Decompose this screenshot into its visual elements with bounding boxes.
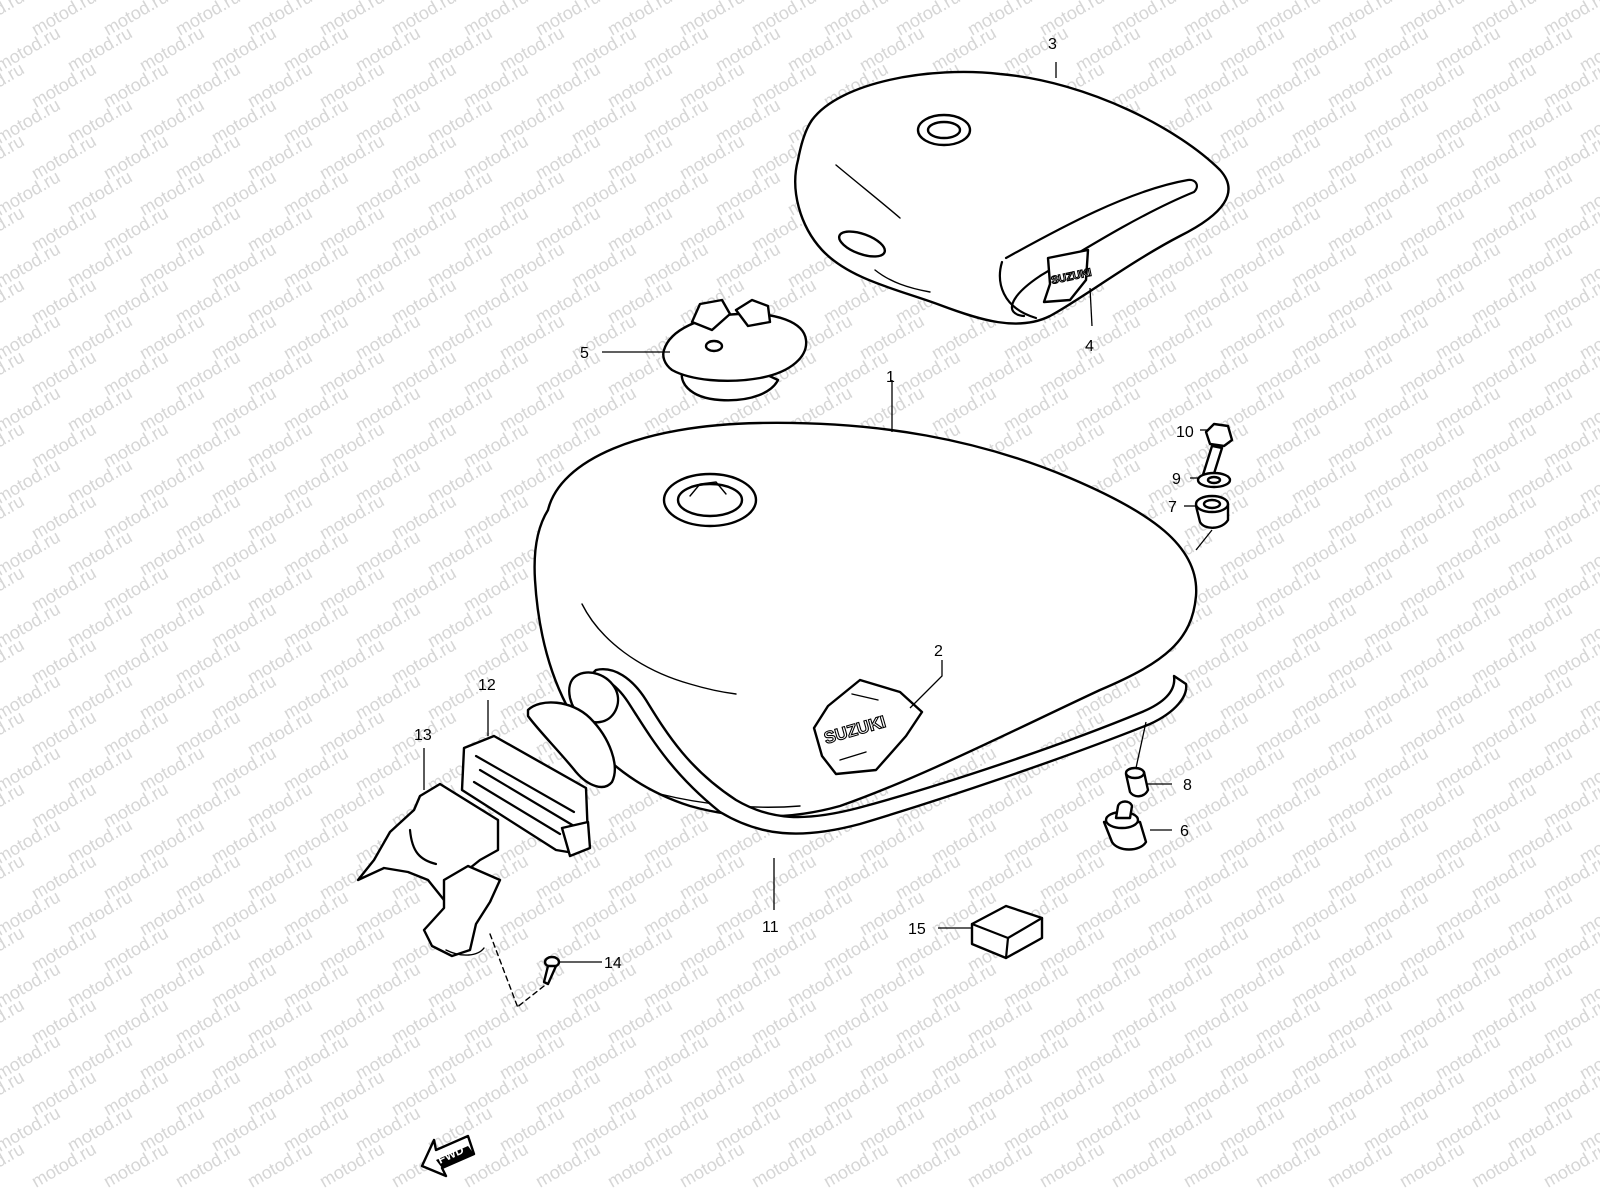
callout-10: 10 <box>1176 424 1194 441</box>
callout-1: 1 <box>886 369 895 386</box>
callout-8: 8 <box>1183 777 1192 794</box>
callout-7: 7 <box>1168 499 1177 516</box>
leader-7-tail <box>1195 529 1213 551</box>
callout-3: 3 <box>1048 36 1057 53</box>
callout-15: 15 <box>908 921 926 938</box>
callout-11: 11 <box>762 919 779 936</box>
watermark-text: motod.ru <box>1576 0 1600 3</box>
callout-9: 9 <box>1172 471 1181 488</box>
callout-2: 2 <box>934 643 943 660</box>
callout-14: 14 <box>604 955 622 972</box>
part-3-tank-cover <box>794 70 1230 325</box>
part-9-washer <box>1196 471 1232 489</box>
callout-4: 4 <box>1085 338 1094 355</box>
fwd-direction-arrow: FWD <box>420 1134 476 1178</box>
callout-13: 13 <box>414 727 432 744</box>
callout-12: 12 <box>478 677 496 694</box>
callout-6: 6 <box>1180 823 1189 840</box>
part-6-mount-cushion <box>1102 800 1148 851</box>
leader-4 <box>1089 287 1093 327</box>
part-5-fuel-cap <box>662 298 808 402</box>
part-8-grommet <box>1124 766 1150 798</box>
part-10-bolt <box>1200 422 1234 482</box>
part-14-screw <box>489 933 561 1009</box>
callout-5: 5 <box>580 345 589 362</box>
part-13-bracket <box>356 782 502 958</box>
part-7-cushion <box>1194 494 1230 529</box>
part-15-label <box>970 904 1044 960</box>
